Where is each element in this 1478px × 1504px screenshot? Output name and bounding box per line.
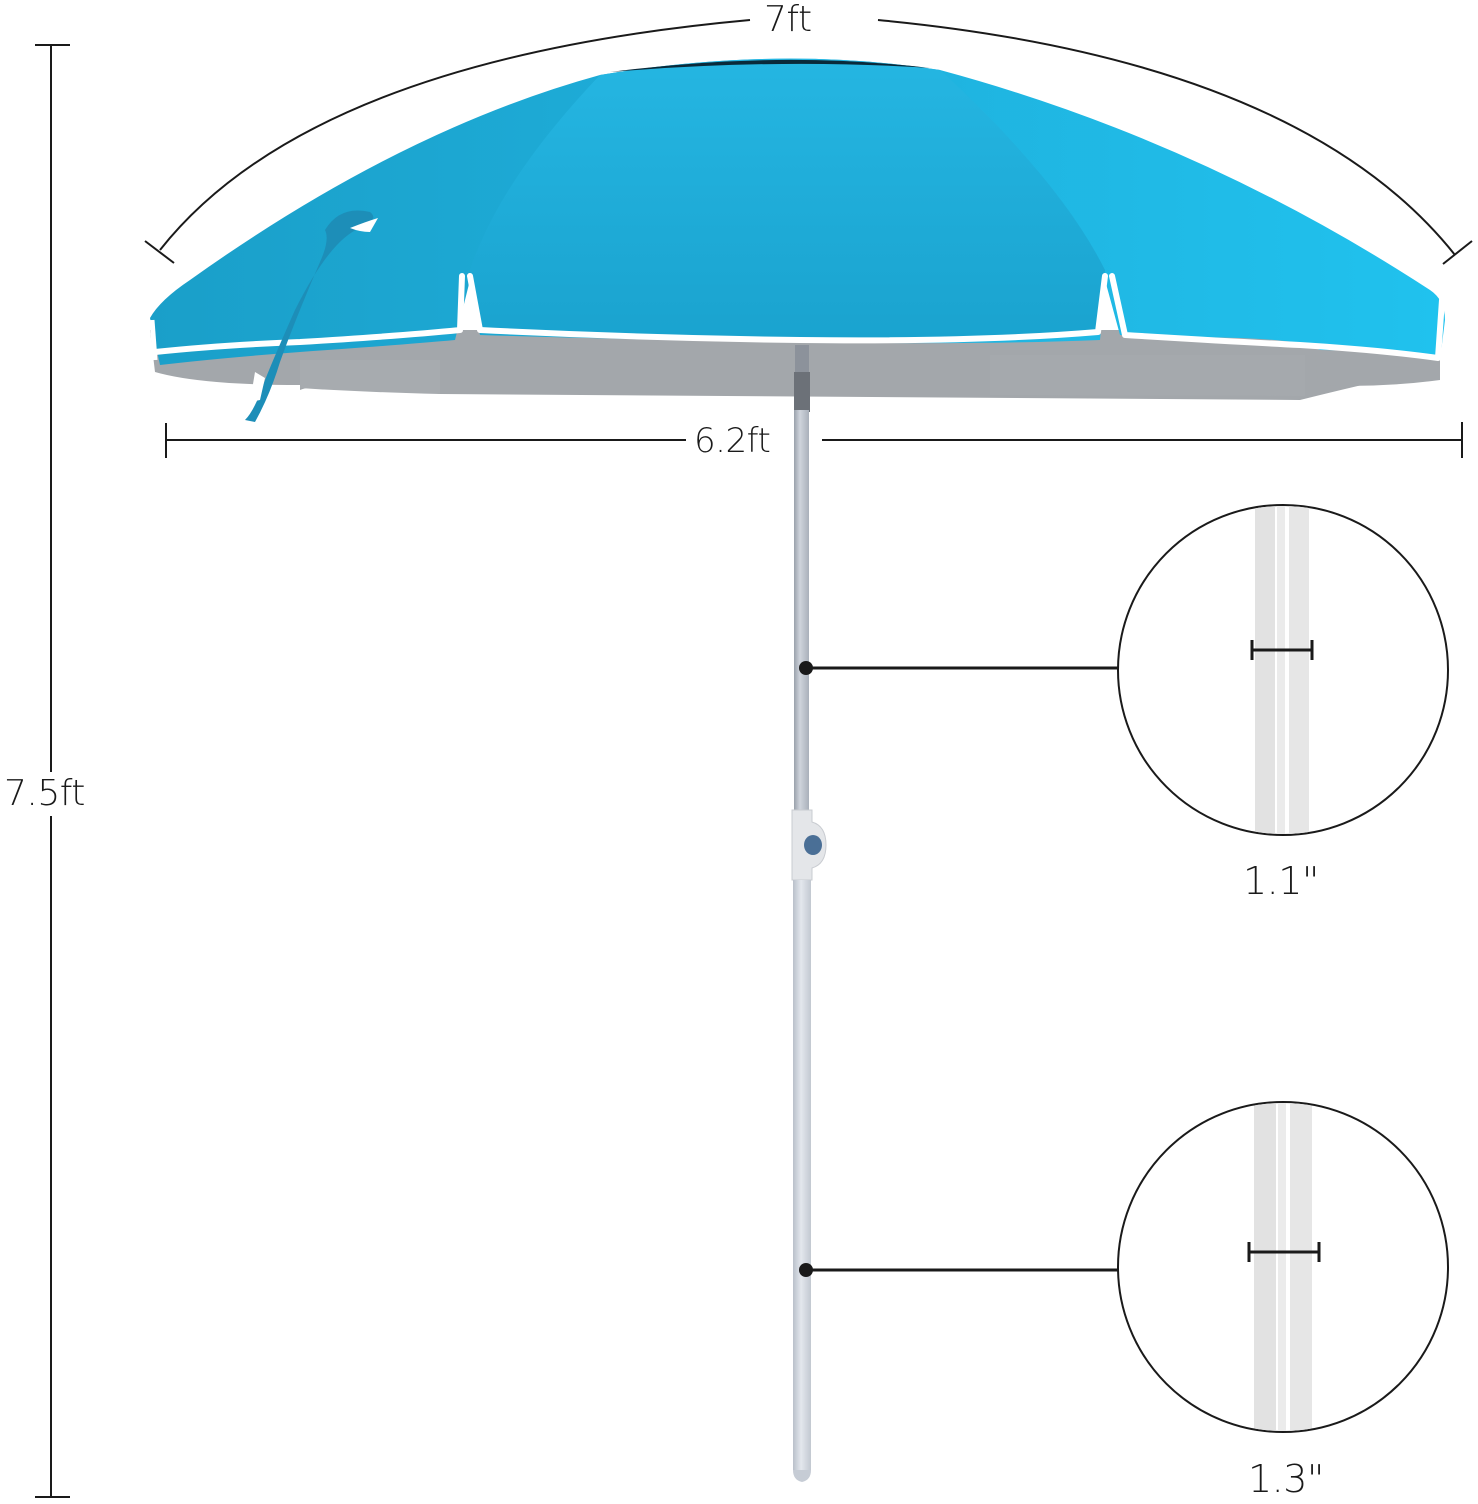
height-dimension-line xyxy=(35,44,70,1498)
arc-dimension-line xyxy=(144,19,1473,265)
canopy-underside xyxy=(150,330,1440,400)
pole xyxy=(791,345,827,1482)
lower-pole-diameter-label: 1.3" xyxy=(1248,1457,1324,1501)
lower-pole-callout xyxy=(799,1101,1449,1433)
total-height-label: 7.5ft xyxy=(4,772,85,816)
canopy-strap xyxy=(245,210,378,422)
canopy-arc-label: 7ft xyxy=(756,2,820,38)
canopy-width-label: 6.2ft xyxy=(694,421,771,461)
width-dimension-line xyxy=(165,422,1463,458)
upper-pole-callout xyxy=(799,504,1449,836)
canopy xyxy=(149,58,1445,366)
upper-pole-diameter-label: 1.1" xyxy=(1243,859,1319,903)
